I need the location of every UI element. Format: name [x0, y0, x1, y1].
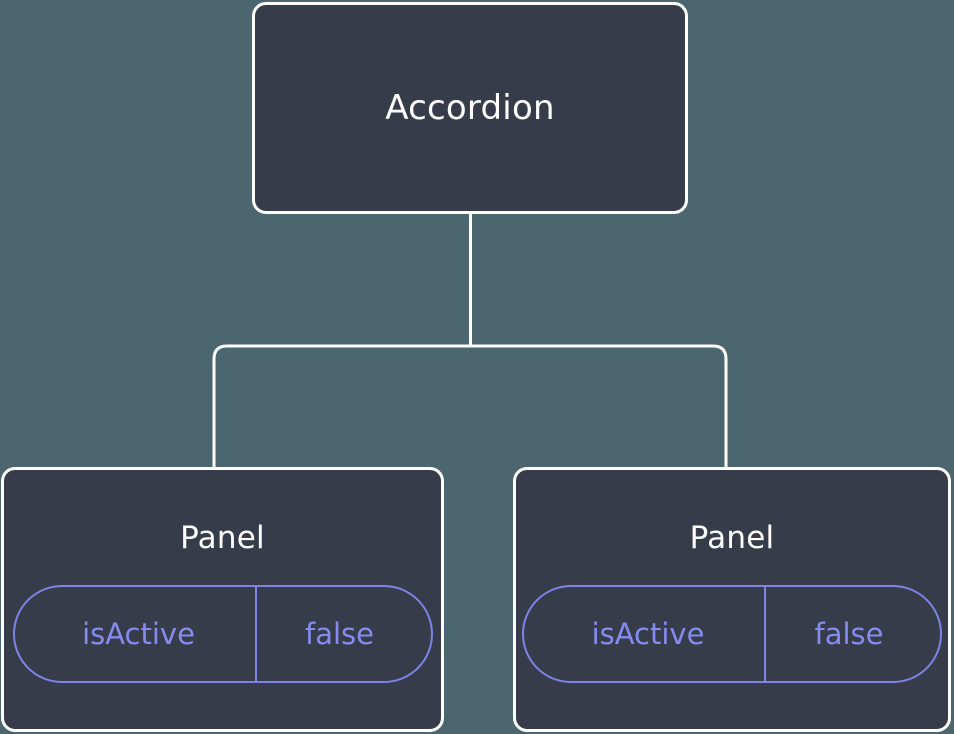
edge-branch-right — [470, 344, 728, 470]
node-panel-1-state-value: false — [764, 587, 940, 681]
node-panel-0[interactable]: Panel isActive false — [1, 467, 444, 732]
node-panel-1[interactable]: Panel isActive false — [513, 467, 951, 732]
node-accordion-title: Accordion — [385, 88, 555, 128]
node-panel-1-state-key: isActive — [591, 616, 705, 651]
edge-branch-left — [212, 344, 471, 470]
node-panel-1-title: Panel — [689, 520, 775, 556]
node-panel-0-state-key: isActive — [82, 616, 195, 651]
node-panel-0-state-pill[interactable]: isActive false — [12, 585, 433, 683]
node-panel-0-title: Panel — [180, 520, 265, 556]
node-panel-0-state-value: false — [254, 587, 431, 681]
node-accordion[interactable]: Accordion — [252, 2, 688, 214]
node-panel-1-state-pill[interactable]: isActive false — [522, 585, 942, 683]
